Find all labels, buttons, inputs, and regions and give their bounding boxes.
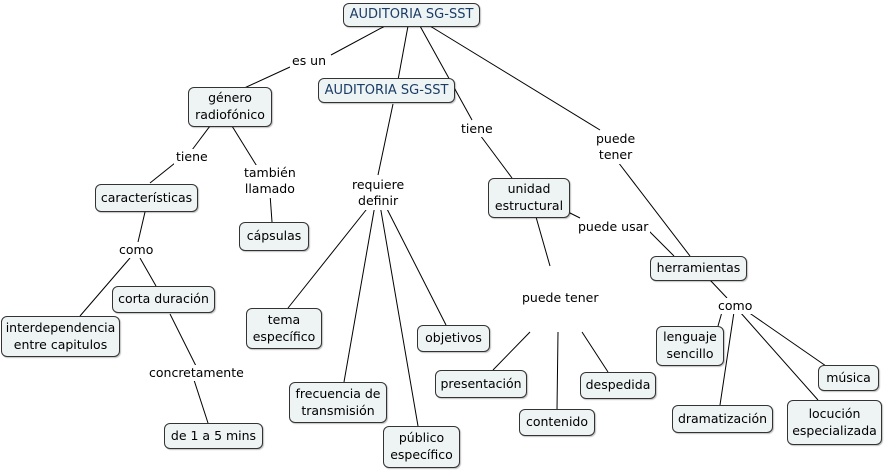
node-corta-duracion[interactable]: corta duración <box>112 286 215 313</box>
link-label-puede-tener-herramientas: puede tener <box>594 131 638 164</box>
edge-como-locucion <box>739 311 819 401</box>
edge-unidad-puedeusar <box>567 211 581 219</box>
edge-root-esun <box>330 25 386 56</box>
edge-tiene-caracteristicas <box>149 162 176 184</box>
node-presentacion[interactable]: presentación <box>435 370 527 398</box>
edge-concretamente-mins <box>193 379 209 424</box>
link-label-concretamente: concretamente <box>147 365 246 382</box>
edge-esun-genero <box>239 66 291 91</box>
edge-como-corta <box>139 257 157 287</box>
node-publico-especifico[interactable]: público específico <box>383 426 460 468</box>
edge-tambien-capsulas <box>269 193 273 223</box>
edge-requiere-tema <box>287 204 371 309</box>
node-caracteristicas[interactable]: características <box>95 184 198 212</box>
link-label-puede-usar: puede usar <box>576 219 651 236</box>
node-genero-radiofonico[interactable]: género radiofónico <box>188 87 272 127</box>
node-locucion-especializada[interactable]: locución especializada <box>787 400 882 445</box>
node-herramientas[interactable]: herramientas <box>650 256 747 281</box>
link-label-es-un: es un <box>290 53 329 70</box>
edge-requiere-objetivos <box>384 204 447 326</box>
edge-unidad-puedetener <box>535 216 551 267</box>
edge-root-puedetener <box>429 25 601 131</box>
link-label-tiene: tiene <box>174 149 210 166</box>
edge-puedetener-contenido <box>556 331 559 411</box>
edge-root-tiene <box>419 25 473 121</box>
node-musica[interactable]: música <box>818 365 879 391</box>
edge-puedeusar-herramientas <box>647 229 675 257</box>
edge-como-interdependencia <box>79 257 131 317</box>
edge-genero-tambien <box>231 125 259 169</box>
node-root-auditoria[interactable]: AUDITORIA SG-SST <box>343 3 480 27</box>
edge-corta-concretamente <box>169 313 197 367</box>
link-label-requiere-definir: requiere definir <box>350 177 407 210</box>
node-dramatizacion[interactable]: dramatización <box>672 405 773 433</box>
edge-puedetener-despedida <box>581 331 609 373</box>
node-tema-especifico[interactable]: tema específico <box>246 308 322 349</box>
edge-requiere-publico <box>379 204 419 427</box>
edge-herramientas-como <box>709 279 728 299</box>
edge-puedetener-presentacion <box>492 331 531 371</box>
node-lenguaje-sencillo[interactable]: lenguaje sencillo <box>656 326 724 366</box>
edge-center-requiere <box>377 103 394 176</box>
edge-requiere-frecuencia <box>343 204 376 383</box>
link-label-tiene-unidad: tiene <box>459 121 495 138</box>
link-label-como: como <box>117 242 156 259</box>
link-label-como-herramientas: como <box>716 298 755 315</box>
edge-como-musica <box>747 311 827 367</box>
node-objetivos[interactable]: objetivos <box>417 325 490 352</box>
edge-caracteristicas-como <box>137 211 146 243</box>
edge-puedetener-herramientas <box>617 161 691 257</box>
node-despedida[interactable]: despedida <box>580 372 656 399</box>
edge-genero-tiene <box>191 125 211 151</box>
edge-como-dramatizacion <box>719 311 735 406</box>
node-contenido[interactable]: contenido <box>519 409 595 436</box>
node-interdependencia[interactable]: interdependencia entre capitulos <box>1 316 120 357</box>
edge-root-center <box>397 25 409 81</box>
node-capsulas[interactable]: cápsulas <box>239 222 309 251</box>
link-label-tambien-llamado: también llamado <box>242 165 298 198</box>
node-center-auditoria[interactable]: AUDITORIA SG-SST <box>318 78 455 103</box>
link-label-puede-tener: puede tener <box>520 290 601 307</box>
edge-como-lenguaje <box>717 311 723 327</box>
node-frecuencia-transmision[interactable]: frecuencia de transmisión <box>289 382 387 423</box>
node-de-1-a-5-mins[interactable]: de 1 a 5 mins <box>164 423 263 449</box>
node-unidad-estructural[interactable]: unidad estructural <box>488 178 570 218</box>
edge-tiene-unidad <box>479 134 513 179</box>
